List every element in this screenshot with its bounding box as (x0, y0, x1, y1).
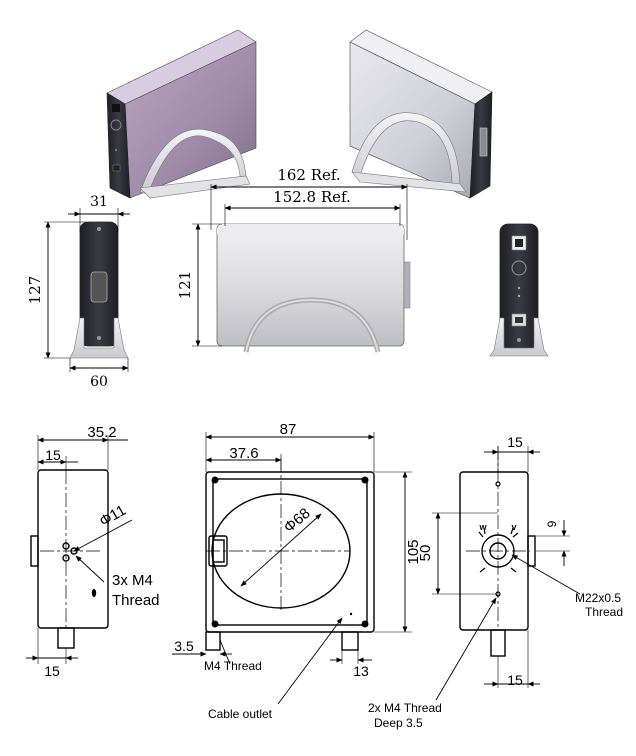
deep-label: Deep 3.5 (374, 716, 423, 730)
dim-105-label: 105 (405, 539, 422, 564)
thread-label-2: Thread (585, 605, 623, 619)
dim-31-label: 31 (90, 194, 108, 210)
dim-162-label: 162 Ref. (277, 166, 340, 184)
dim-15b-label: 15 (44, 663, 60, 679)
iso-view-back (349, 29, 493, 199)
top-dimensions (44, 184, 408, 372)
dim-15d-label: 15 (507, 672, 523, 688)
dia-68-label: Φ68 (281, 505, 314, 536)
svg-text:w: w (478, 522, 487, 532)
ortho-right-view: w v (432, 446, 581, 701)
dim-3-5-label: 3.5 (174, 638, 194, 654)
front-view-panel (489, 223, 549, 357)
dim-50-label: 50 (417, 545, 434, 562)
dia-11-label: Φ11 (97, 502, 129, 530)
dim-152-label: 152.8 Ref. (273, 188, 351, 206)
svg-text:v: v (511, 522, 516, 532)
thread-3xm4-label: 3x M4 (112, 572, 153, 589)
dim-15a-label: 15 (45, 447, 61, 463)
m4-thread-label: M4 Thread (204, 659, 262, 673)
dim-60-label: 60 (90, 374, 108, 390)
side-view-narrow (69, 221, 129, 359)
cable-outlet-label: Cable outlet (208, 707, 273, 721)
thread-label-1: Thread (112, 592, 160, 609)
thread-2xm4-label: 2x M4 Thread (368, 701, 442, 715)
dim-37-label: 37.6 (229, 445, 258, 462)
dim-87-label: 87 (280, 421, 297, 438)
dim-13-label: 13 (353, 663, 369, 679)
dim-35-label: 35.2 (87, 424, 116, 441)
iso-view-front (106, 29, 257, 199)
side-view-long (216, 223, 411, 353)
m22-label: M22x0.5 (575, 591, 621, 605)
dim-15c-label: 15 (507, 434, 523, 450)
dim-127-label: 127 (26, 276, 44, 305)
dim-9-label: 9 (545, 520, 559, 527)
dim-121-label: 121 (176, 271, 194, 300)
ortho-middle-view (172, 432, 412, 705)
ortho-left-view (26, 435, 133, 664)
